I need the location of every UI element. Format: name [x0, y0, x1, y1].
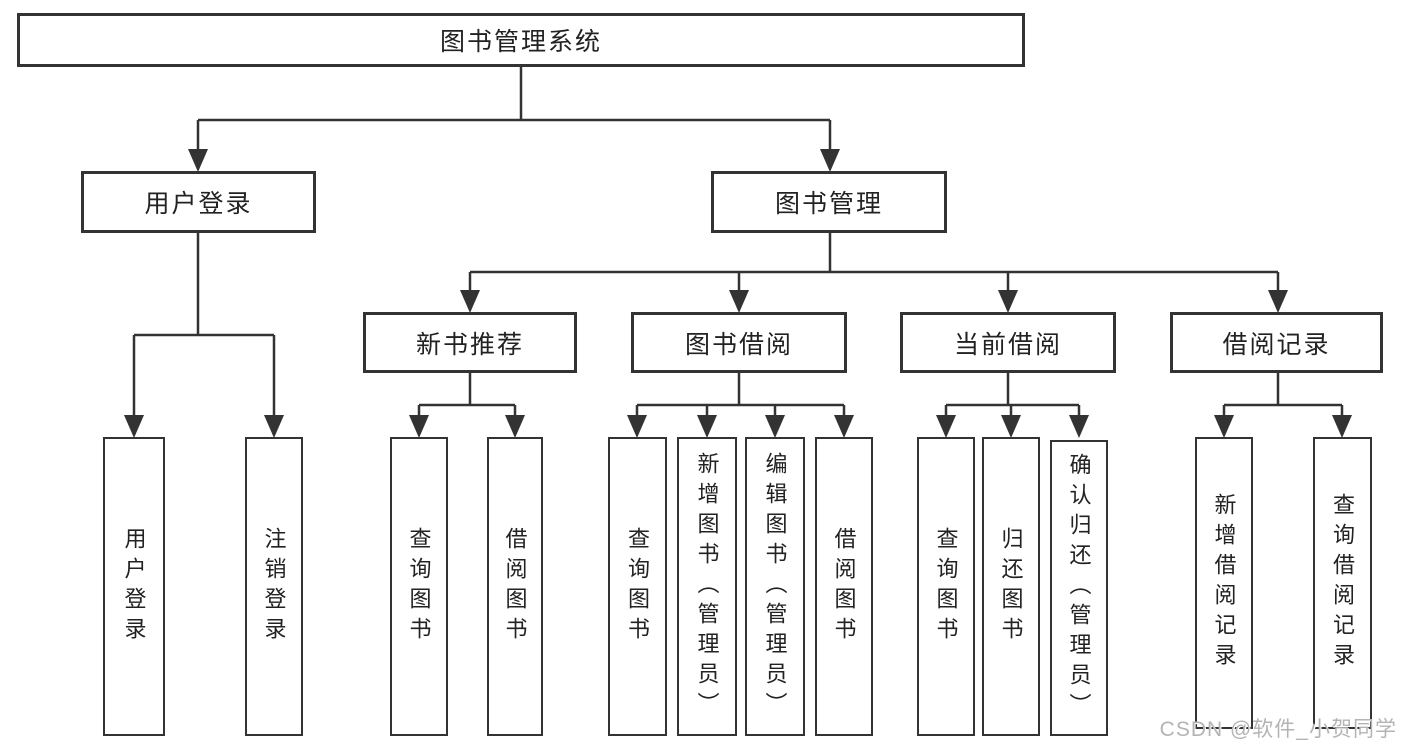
leaf-bb-borrow-books: 借阅图书 [815, 437, 873, 736]
node-book-borrow-label: 图书借阅 [684, 330, 793, 359]
node-new-book-recommend-label: 新书推荐 [415, 330, 524, 359]
node-root-system-label: 图书管理系统 [439, 28, 602, 56]
leaf-cb-confirm-return: 确认归还（管理员） [1050, 440, 1108, 736]
node-book-management: 图书管理 [711, 171, 947, 233]
leaf-bb-edit-books-label: 编辑图书（管理员） [762, 451, 788, 722]
csdn-watermark: CSDN @软件_小贺同学 [1159, 718, 1397, 741]
leaf-logout-label: 注销登录 [261, 526, 287, 647]
leaf-bb-add-books: 新增图书（管理员） [677, 437, 737, 736]
leaf-nb-query-books: 查询图书 [390, 437, 448, 736]
leaf-bb-edit-books: 编辑图书（管理员） [745, 437, 805, 736]
leaf-user-login-label: 用户登录 [121, 526, 147, 647]
leaf-bb-query-books-label: 查询图书 [625, 526, 651, 647]
leaf-cb-query-books-label: 查询图书 [933, 526, 959, 647]
leaf-logout: 注销登录 [245, 437, 303, 736]
leaf-bb-add-books-label: 新增图书（管理员） [694, 451, 720, 722]
node-new-book-recommend: 新书推荐 [363, 312, 577, 373]
node-user-login-label: 用户登录 [144, 190, 253, 218]
node-root-system: 图书管理系统 [17, 13, 1025, 67]
node-current-borrow-label: 当前借阅 [953, 330, 1062, 359]
node-user-login: 用户登录 [81, 171, 316, 233]
leaf-nb-borrow-books-label: 借阅图书 [502, 526, 528, 647]
leaf-br-add-record-label: 新增借阅记录 [1211, 493, 1237, 673]
leaf-bb-borrow-books-label: 借阅图书 [831, 526, 857, 647]
arrowheads [124, 149, 1352, 438]
node-current-borrow: 当前借阅 [900, 312, 1116, 373]
leaf-bb-query-books: 查询图书 [608, 437, 667, 736]
leaf-cb-confirm-return-label: 确认归还（管理员） [1066, 453, 1092, 723]
node-borrow-records-label: 借阅记录 [1222, 330, 1331, 359]
leaf-br-query-record: 查询借阅记录 [1313, 437, 1372, 729]
leaf-nb-borrow-books: 借阅图书 [487, 437, 543, 736]
leaf-br-add-record: 新增借阅记录 [1195, 437, 1253, 729]
leaf-cb-query-books: 查询图书 [917, 437, 975, 736]
leaf-user-login: 用户登录 [103, 437, 165, 736]
node-book-borrow: 图书借阅 [631, 312, 847, 373]
leaf-cb-return-books-label: 归还图书 [998, 526, 1024, 647]
leaf-cb-return-books: 归还图书 [982, 437, 1040, 736]
node-borrow-records: 借阅记录 [1170, 312, 1383, 373]
leaf-nb-query-books-label: 查询图书 [406, 526, 432, 647]
node-book-management-label: 图书管理 [774, 190, 883, 218]
leaf-br-query-record-label: 查询借阅记录 [1330, 493, 1356, 673]
